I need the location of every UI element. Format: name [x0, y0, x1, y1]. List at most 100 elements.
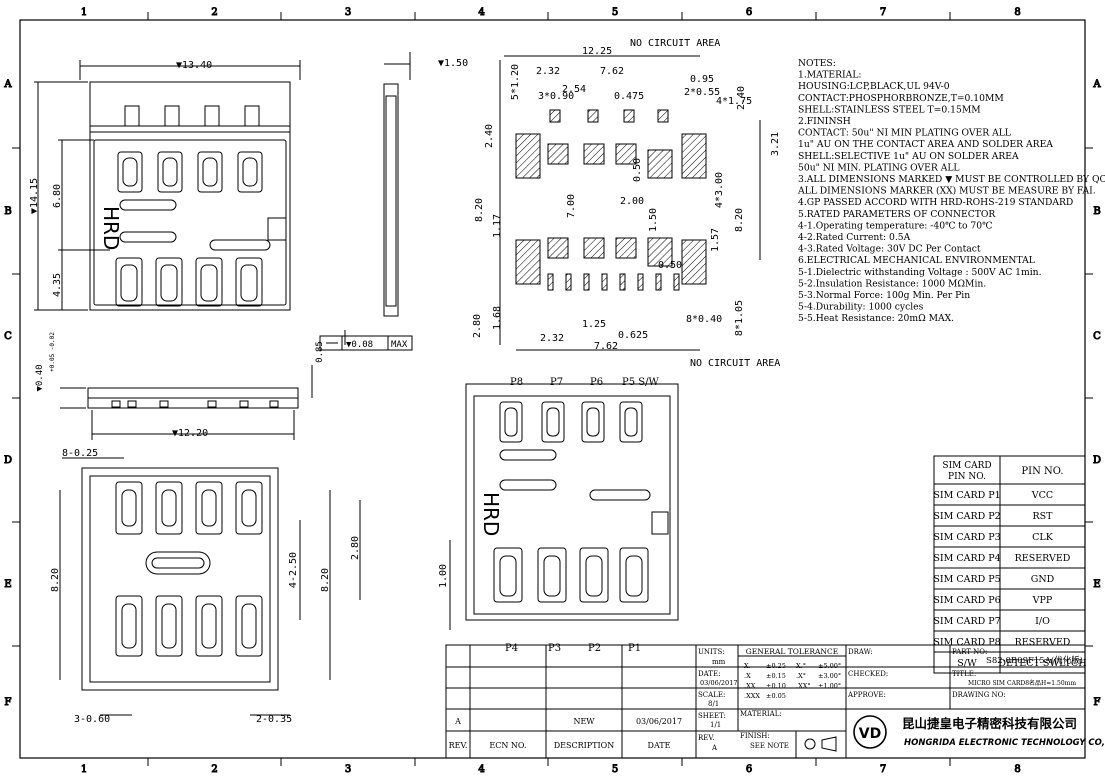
grid-col-top: 7 — [880, 7, 886, 18]
pcb-8-040: 8*0.40 — [686, 314, 722, 325]
hrd-label: HRD — [99, 206, 123, 250]
rev-row-cell: NEW — [573, 717, 595, 726]
title-value: MICRO SIM CARD8名品H=1.50mm — [968, 679, 1076, 687]
grid-row-right: D — [1093, 455, 1101, 466]
pcb-pad — [549, 109, 561, 123]
note-line: 4-2.Rated Current: 0.5A — [798, 232, 911, 243]
pcb-pad — [583, 143, 605, 165]
pcb-0-625: 0.625 — [618, 330, 648, 341]
projection-cone-icon — [821, 736, 837, 752]
company-logo-text: VD — [859, 726, 881, 742]
tolerance-cell: .XXX — [744, 692, 760, 700]
grid-row-right: E — [1093, 579, 1100, 590]
finish-value: SEE NOTE — [750, 742, 789, 750]
grid-col-top: 3 — [345, 7, 351, 18]
dim-bottom-820b: 8.20 — [320, 568, 331, 592]
dim-front-040: ▼0.40 — [35, 364, 45, 391]
note-line: 5-1.Dielectric withstanding Voltage : 50… — [798, 267, 1042, 278]
note-line: 4.GP PASSED ACCORD WITH HRD-ROHS-219 STA… — [798, 197, 1073, 208]
dim-bottom-280: 2.80 — [350, 536, 361, 560]
dim-4-35: 4.35 — [52, 273, 63, 297]
dim-bottom-060: 3-0.60 — [74, 714, 110, 725]
grid-col-top: 2 — [211, 7, 217, 18]
pin-table-header-1b: PIN NO. — [948, 472, 986, 482]
tolerance-cell: ±0.05 — [766, 692, 786, 700]
note-line: 5-5.Heat Resistance: 20mΩ MAX. — [798, 313, 954, 324]
note-line: 6.ELECTRICAL MECHANICAL ENVIRONMENTAL — [798, 255, 1035, 266]
rev-header-cell: DESCRIPTION — [554, 741, 614, 750]
dim-height-total: ▼14.15 — [29, 178, 40, 214]
grid-row-left: A — [3, 79, 12, 90]
tolerance-cell: .XX — [744, 682, 756, 690]
pin-table-header-2: PIN NO. — [1021, 466, 1063, 477]
grid-col-top: 5 — [612, 7, 618, 18]
dim-flatness: ▼0.08 — [346, 340, 373, 350]
tolerance-cell: .X° — [796, 672, 806, 680]
grid-col-bottom: 7 — [880, 764, 886, 775]
pcb-3-090: 3*0.90 — [538, 91, 574, 102]
notes-block: NOTES:1.MATERIAL: HOUSING:LCP,BLACK,UL 9… — [797, 58, 1105, 324]
dim-rside-100: 1.00 — [438, 564, 449, 588]
projection-circle-icon — [804, 738, 816, 750]
pcb-8-20b: 8.20 — [734, 208, 745, 232]
pcb-layout — [499, 55, 761, 351]
grid-col-top: 1 — [81, 7, 87, 18]
date-value: 03/06/2017 — [700, 679, 737, 687]
tolerance-cell: .X — [744, 672, 751, 680]
pin-table-cell: RESERVED — [1015, 637, 1071, 648]
note-line: 5-2.Insulation Resistance: 1000 MΩMin. — [798, 278, 986, 289]
pcb-signal-pad — [619, 273, 626, 291]
dim-front-tol: +0.05 -0.02 — [49, 332, 56, 372]
note-line: CONTACT: 50u" NI MIN PLATING OVER ALL — [798, 128, 1011, 139]
pin-table-cell: SIM CARD P8 — [933, 637, 1000, 648]
tolerance-cell: ±3.00° — [818, 672, 841, 680]
dim-top-width: ▼13.40 — [176, 60, 212, 71]
connector-view — [449, 383, 679, 630]
grid-row-left: F — [5, 697, 12, 708]
company-name-en: HONGRIDA ELECTRONIC TECHNOLOGY CO,LTD. — [904, 738, 1105, 748]
pin-label-top: P8 — [510, 377, 523, 388]
pcb-2-40b: 2.40 — [736, 86, 747, 110]
grid-row-right: F — [1094, 697, 1101, 708]
hrd-label-2: HRD — [479, 492, 503, 536]
pcb-0-50: 0.50 — [632, 158, 643, 182]
side-view — [344, 52, 411, 345]
pin-table-cell: I/O — [1035, 616, 1050, 627]
tolerance-cell: X. — [744, 662, 751, 670]
note-line: 4-3.Rated Voltage: 30V DC Per Contact — [798, 244, 981, 255]
pcb-1-25: 1.25 — [582, 319, 606, 330]
pcb-1-50: 1.50 — [648, 208, 659, 232]
rev-row-cell: A — [454, 717, 461, 726]
top-view — [34, 60, 301, 311]
note-line: 2.FININSH — [798, 116, 851, 127]
pcb-0-50b: 0.50 — [658, 260, 682, 271]
pcb-pad — [547, 237, 569, 259]
pcb-pad — [515, 133, 541, 179]
pcb-signal-pad — [673, 273, 680, 291]
note-line: 50u" NI MIN. PLATING OVER ALL — [798, 162, 960, 173]
tolerance-cell: ±1.00° — [818, 682, 841, 690]
flatness-box — [319, 335, 413, 351]
units-label: UNITS: — [698, 648, 725, 656]
pin-table-cell: CLK — [1032, 532, 1054, 543]
pcb-pad — [547, 143, 569, 165]
pcb-pad — [647, 149, 673, 179]
pin-table-cell: SIM CARD P1 — [933, 490, 1000, 501]
pcb-pad — [615, 237, 637, 259]
note-line: ALL DIMENSIONS MARKER (XX) MUST BE MEASU… — [797, 186, 1096, 197]
general-tolerance: GENERAL TOLERANCE — [746, 647, 838, 656]
note-line: HOUSING:LCP,BLACK,UL 94V-0 — [798, 81, 950, 92]
rev-header-cell: DATE — [648, 741, 671, 750]
date-label: DATE: — [698, 670, 720, 678]
finish-label: FINISH: — [740, 732, 770, 740]
pcb-1-17: 1.17 — [492, 214, 503, 238]
pcb-signal-pad — [583, 273, 590, 291]
dim-bottom-820a: 8.20 — [50, 568, 61, 592]
material-label: MATERIAL: — [740, 710, 782, 718]
note-line: SHELL:STAINLESS STEEL T=0.15MM — [798, 104, 981, 115]
dim-front-width: ▼12.20 — [172, 428, 208, 439]
pcb-7-00: 7.00 — [566, 194, 577, 218]
scale-label: SCALE: — [698, 691, 725, 699]
